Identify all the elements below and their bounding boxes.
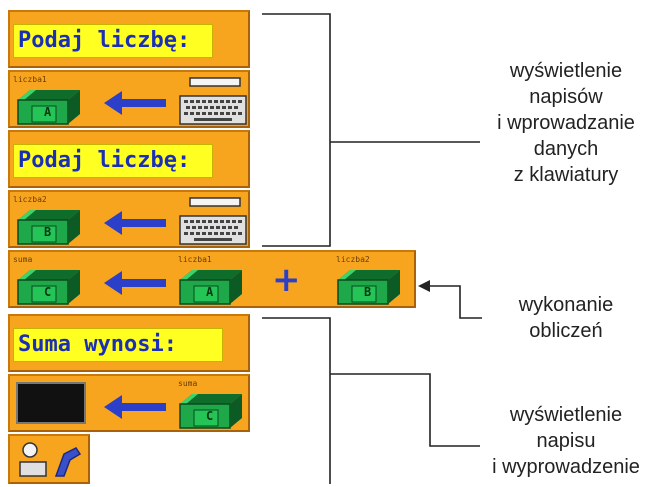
input-tile-2[interactable]: liczba2 B	[8, 190, 250, 248]
note-calculation: wykonanie obliczeń	[518, 294, 614, 342]
prompt-tile-3[interactable]: Suma wynosi:	[8, 314, 250, 372]
box-letter-a: A	[44, 105, 52, 119]
monitor-icon	[16, 382, 86, 424]
variable-label-liczba1: liczba1	[13, 75, 47, 84]
box-letter-c: C	[44, 285, 52, 299]
variable-label-liczba2: liczba2	[336, 255, 370, 264]
tool-tile[interactable]	[8, 434, 90, 484]
prompt-tile-2[interactable]: Podaj liczbę:	[8, 130, 250, 188]
variable-label-suma: suma	[178, 379, 198, 388]
variable-label-liczba1: liczba1	[178, 255, 212, 264]
prompt-tile-1[interactable]: Podaj liczbę:	[8, 10, 250, 68]
input-tile-1[interactable]: liczba1 A	[8, 70, 250, 128]
box-letter-a: A	[206, 285, 214, 299]
variable-label-liczba2: liczba2	[13, 195, 47, 204]
plus-operator: +	[272, 260, 301, 300]
box-letter-b: B	[44, 225, 52, 239]
box-letter-b: B	[364, 285, 372, 299]
calculation-tile[interactable]: suma C liczba1 A + liczba2 B	[8, 250, 416, 308]
prompt-text-3: Suma wynosi:	[13, 328, 223, 362]
prompt-text-2: Podaj liczbę:	[13, 144, 213, 178]
box-letter-c: C	[206, 409, 214, 423]
output-tile[interactable]: suma C	[8, 374, 250, 432]
note-output: wyświetlenie napisu i wyprowadzenie	[492, 404, 640, 478]
note-input-output-text: wyświetlenie napisów i wprowadzanie dany…	[497, 60, 635, 186]
prompt-text-1: Podaj liczbę:	[13, 24, 213, 58]
tool-icon	[19, 442, 82, 477]
variable-label-suma: suma	[13, 255, 33, 264]
